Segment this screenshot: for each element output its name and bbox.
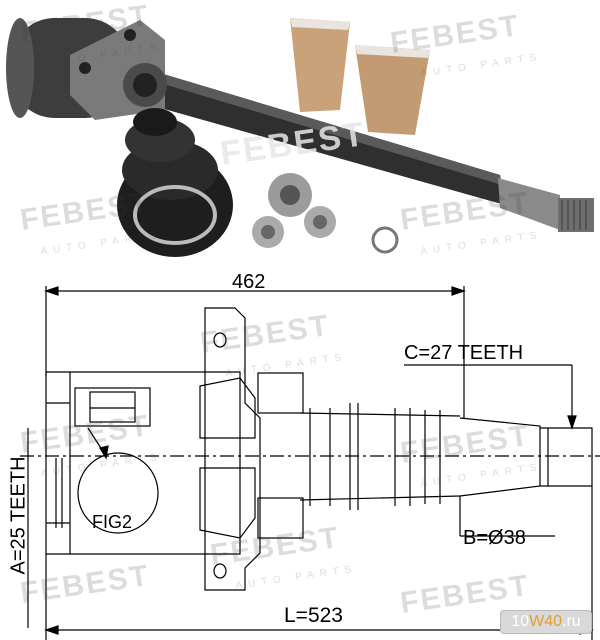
dimension-l-label: L=523 [284,604,343,627]
axle-shaft-image [6,18,594,232]
site-badge[interactable]: 10W40.ru [500,610,592,634]
badge-left: 10 [511,613,530,630]
product-photo [0,0,600,268]
dimension-b-label: B=Ø38 [463,527,526,549]
badge-middle: W40 [529,613,563,630]
dimension-462-label: 462 [232,271,266,293]
fig2-circle [77,452,159,534]
cv-boot-image [117,108,233,257]
tripod-joint-image [252,173,336,248]
dimension-a-label: A=25 TEETH [7,456,30,575]
technical-drawing [20,286,600,640]
dimension-c-label: C=27 TEETH [404,342,524,364]
figure-ref-label: FIG2 [92,512,133,532]
grease-sachet-image [290,18,430,135]
badge-right: .ru [562,613,581,630]
circlip-image [371,226,399,254]
